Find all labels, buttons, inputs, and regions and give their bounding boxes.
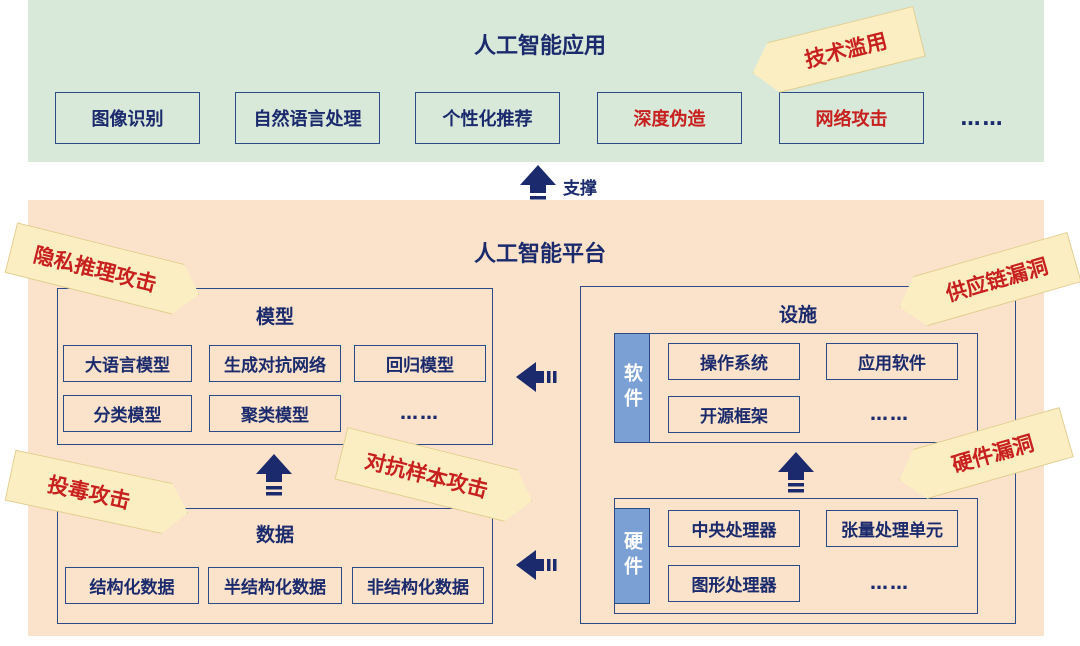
model-more-ellipsis: …… bbox=[400, 403, 440, 424]
data-to-model-up-arrow-icon bbox=[256, 454, 292, 496]
model-title: 模型 bbox=[255, 306, 294, 328]
app-more-ellipsis: …… bbox=[960, 106, 1005, 130]
hardware-to-software-up-arrow-icon bbox=[778, 452, 814, 493]
software-more-ellipsis: …… bbox=[870, 404, 910, 425]
model-box-llm: 大语言模型 bbox=[63, 345, 192, 382]
hardware-side-tag-text: 硬件 bbox=[621, 531, 643, 581]
app-box-deepfake: 深度伪造 bbox=[597, 92, 742, 144]
facility-title: 设施 bbox=[778, 304, 817, 326]
app-box-recommendation: 个性化推荐 bbox=[415, 92, 560, 144]
ai-platform-title: 人工智能平台 bbox=[473, 242, 606, 267]
hardware-side-tag: 硬件 bbox=[614, 508, 650, 604]
data-frame bbox=[57, 508, 493, 624]
software-box-open-source-framework: 开源框架 bbox=[668, 396, 800, 433]
model-frame bbox=[57, 288, 493, 445]
hardware-box-gpu: 图形处理器 bbox=[668, 565, 800, 602]
software-side-tag-text: 软件 bbox=[621, 363, 643, 413]
data-box-structured: 结构化数据 bbox=[65, 567, 199, 604]
hardware-more-ellipsis: …… bbox=[870, 573, 910, 594]
app-box-cyber-attack: 网络攻击 bbox=[779, 92, 924, 144]
app-box-nlp: 自然语言处理 bbox=[235, 92, 380, 144]
model-box-gan: 生成对抗网络 bbox=[209, 345, 341, 382]
model-box-classification: 分类模型 bbox=[63, 395, 192, 432]
model-box-regression: 回归模型 bbox=[354, 345, 486, 382]
software-box-os: 操作系统 bbox=[668, 343, 800, 380]
app-box-image-recognition: 图像识别 bbox=[55, 92, 200, 144]
hardware-box-cpu: 中央处理器 bbox=[668, 510, 800, 547]
software-box-app-software: 应用软件 bbox=[826, 343, 958, 380]
facility-to-data-left-arrow-icon bbox=[516, 550, 557, 580]
software-side-tag: 软件 bbox=[614, 333, 650, 443]
model-box-clustering: 聚类模型 bbox=[209, 395, 341, 432]
data-box-semi-structured: 半结构化数据 bbox=[208, 567, 342, 604]
data-title: 数据 bbox=[255, 524, 294, 546]
support-label: 支撑 bbox=[563, 179, 597, 199]
data-box-unstructured: 非结构化数据 bbox=[352, 567, 484, 604]
hardware-box-tpu: 张量处理单元 bbox=[826, 510, 958, 547]
facility-to-model-left-arrow-icon bbox=[516, 362, 557, 392]
ai-application-title: 人工智能应用 bbox=[473, 34, 606, 59]
